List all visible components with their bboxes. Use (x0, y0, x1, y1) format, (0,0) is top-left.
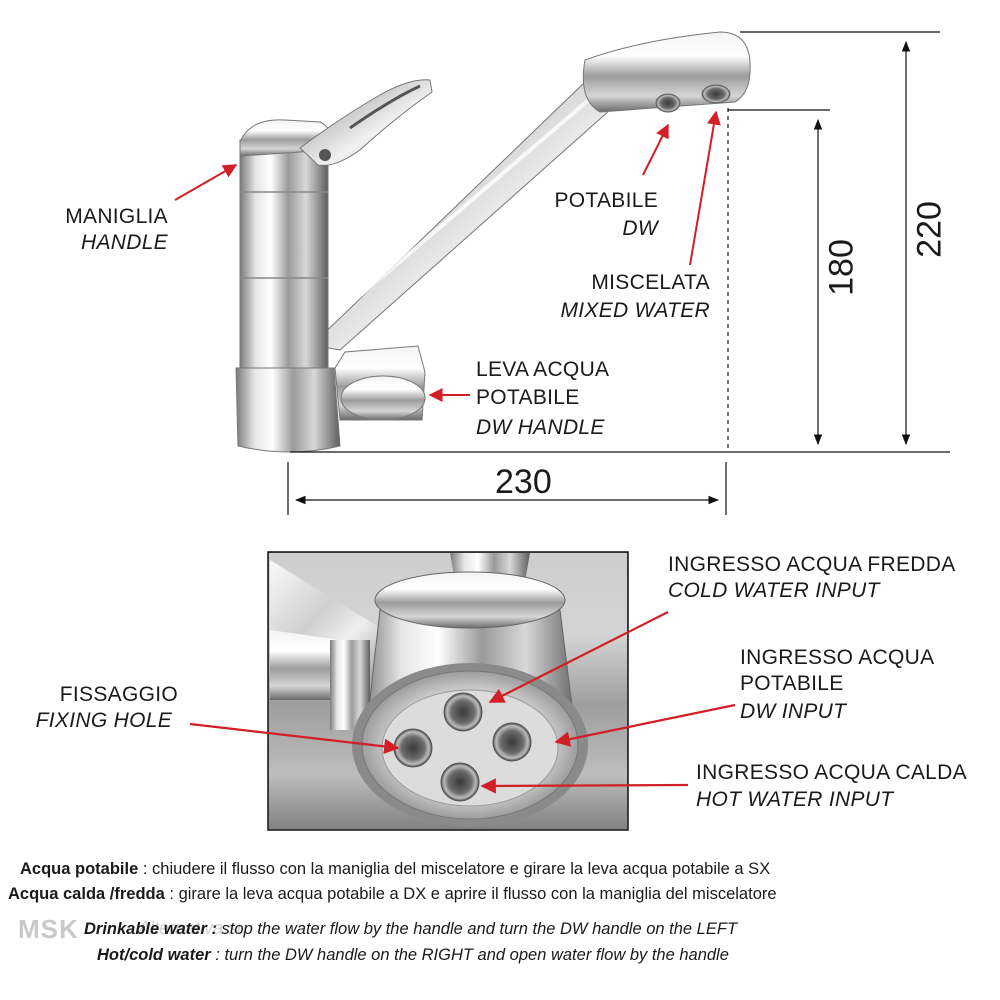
label-hot-it: INGRESSO ACQUA CALDA (696, 761, 967, 784)
label-handle-en: HANDLE (81, 231, 168, 254)
label-dwin-en: DW INPUT (740, 700, 847, 723)
label-mixed-en: MIXED WATER (560, 299, 710, 322)
watermark-brand: MSK (18, 914, 79, 944)
note-it-potable-text: : chiudere il flusso con la maniglia del… (138, 860, 771, 878)
callout-arrows-top (174, 110, 721, 402)
label-hot-en: HOT WATER INPUT (696, 788, 894, 811)
label-mixed-it: MISCELATA (591, 271, 710, 294)
note-it-hotcold-text: : girare la leva acqua potabile a DX e a… (164, 885, 777, 903)
callout-arrows-bottom (189, 611, 736, 794)
label-dwhandle-it1: LEVA ACQUA (476, 358, 610, 381)
bottom-photo (267, 551, 629, 831)
dimension-height-total: 220 (910, 201, 949, 258)
label-dwhandle-en: DW HANDLE (476, 416, 605, 439)
dimension-width: 230 (495, 463, 552, 501)
label-dw-en: DW (622, 217, 658, 240)
note-it-hotcold: Acqua calda /fredda : girare la leva acq… (8, 883, 777, 905)
label-cold-en: COLD WATER INPUT (668, 579, 880, 602)
note-en-hotcold: Hot/cold water : turn the DW handle on t… (97, 944, 729, 966)
dimension-lines (287, 31, 950, 515)
dimension-height-outlet: 180 (822, 239, 861, 296)
label-dwin-it1: INGRESSO ACQUA (740, 646, 935, 669)
note-en-hotcold-text: : turn the DW handle on the RIGHT and op… (210, 946, 729, 964)
note-it-potable-title: Acqua potabile (20, 860, 139, 878)
note-it-potable: Acqua potabile : chiudere il flusso con … (20, 858, 770, 880)
faucet-illustration (235, 31, 751, 453)
note-en-drinkable-title: Drinkable water : (84, 920, 217, 938)
note-en-drinkable: Drinkable water : stop the water flow by… (84, 918, 737, 940)
label-dw-it: POTABILE (554, 189, 658, 212)
label-fixing-en: FIXING HOLE (35, 709, 172, 732)
label-dwhandle-it2: POTABILE (476, 386, 580, 409)
label-handle-it: MANIGLIA (65, 205, 168, 228)
label-dwin-it2: POTABILE (740, 672, 844, 695)
note-en-hotcold-title: Hot/cold water (97, 946, 211, 964)
note-it-hotcold-title: Acqua calda /fredda (8, 885, 165, 903)
label-fixing-it: FISSAGGIO (59, 683, 178, 706)
note-en-drinkable-text: stop the water flow by the handle and tu… (216, 920, 738, 938)
label-cold-it: INGRESSO ACQUA FREDDA (668, 553, 956, 576)
watermark-site: Alternativa.su (138, 918, 248, 938)
